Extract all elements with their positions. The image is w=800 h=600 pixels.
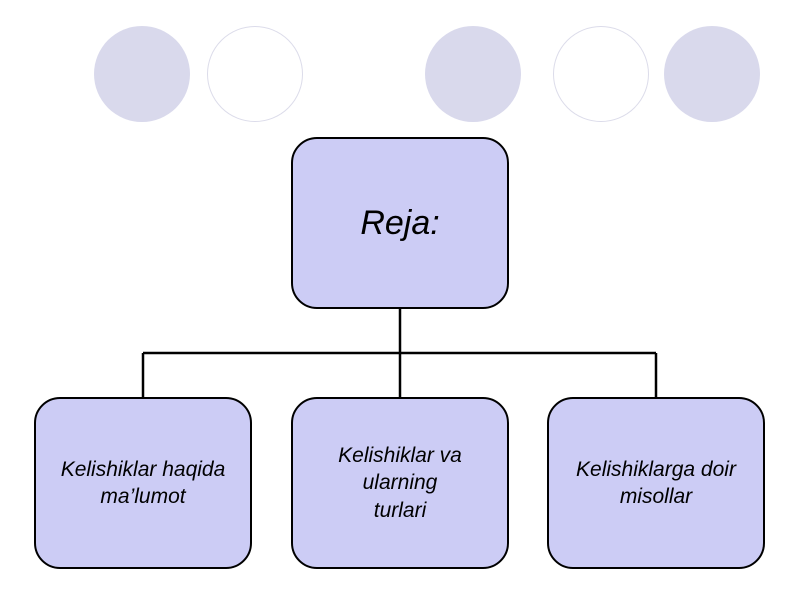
node-child-1-label: Kelishiklar haqida ma’lumot <box>60 457 226 508</box>
decor-circle-filled <box>94 26 190 122</box>
node-child-1: Kelishiklar haqida ma’lumot <box>34 397 252 569</box>
decor-circle-filled <box>664 26 760 122</box>
decor-circle-outline <box>553 26 649 122</box>
node-child-3-label: Kelishiklarga doir misollar <box>576 457 736 508</box>
decor-circle-outline <box>207 26 303 122</box>
node-child-2: Kelishiklar va ularning turlari <box>291 397 509 569</box>
node-child-2-label: Kelishiklar va ularning turlari <box>338 444 462 522</box>
node-root: Reja: <box>291 137 509 309</box>
node-child-3: Kelishiklarga doir misollar <box>547 397 765 569</box>
node-root-label: Reja: <box>360 203 440 242</box>
decor-circle-filled <box>425 26 521 122</box>
